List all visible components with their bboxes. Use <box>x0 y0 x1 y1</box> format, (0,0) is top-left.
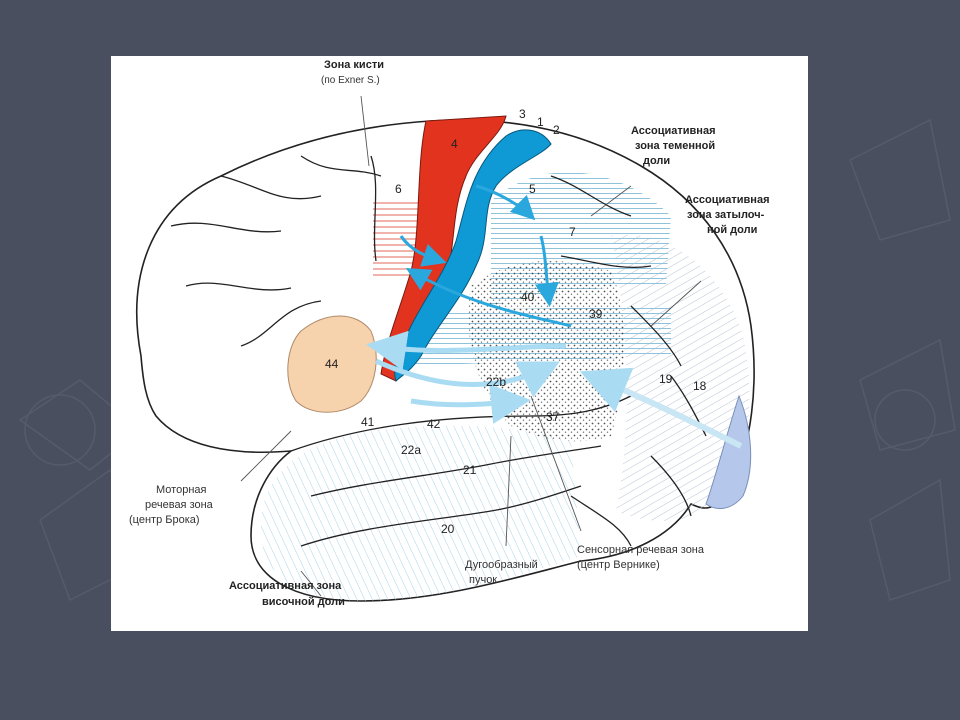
area-3: 3 <box>519 107 526 121</box>
parietal-title-line2: зона теменной <box>635 140 715 152</box>
sensory-speech-line1: Сенсорная речевая зона <box>577 544 705 556</box>
arcuate-line2: пучок <box>469 574 497 586</box>
area-7: 7 <box>569 225 576 239</box>
brain-diagram: 3 1 2 4 6 5 7 40 39 44 22b 19 18 41 42 3… <box>111 56 808 631</box>
occipital-title-line2: зона затылоч- <box>687 209 765 221</box>
motor-speech-line1: Моторная <box>156 484 207 496</box>
parietal-title-line3: доли <box>643 155 670 167</box>
area-42: 42 <box>427 417 441 431</box>
sensory-cortex <box>394 129 552 382</box>
area-5: 5 <box>529 182 536 196</box>
pathway-arrows <box>366 184 743 449</box>
temporal-association-zone <box>260 425 581 601</box>
area-6: 6 <box>395 182 402 196</box>
area-40: 40 <box>521 290 535 304</box>
sensory-speech-line2: (центр Вернике) <box>577 559 660 571</box>
hand-zone-title: Зона кисти <box>324 59 384 71</box>
area-44: 44 <box>325 357 339 371</box>
temporal-title-line1: Ассоциативная зона <box>229 580 342 592</box>
area-2: 2 <box>553 123 560 137</box>
callout-labels: Зона кисти (по Exner S.) Ассоциативная з… <box>129 59 770 608</box>
area-22b: 22b <box>486 375 506 389</box>
area-19: 19 <box>659 372 673 386</box>
area-20: 20 <box>441 522 455 536</box>
broca-area <box>287 315 377 413</box>
area-18: 18 <box>693 379 707 393</box>
arcuate-line1: Дугообразный <box>465 559 538 571</box>
area-numbers: 3 1 2 4 6 5 7 40 39 44 22b 19 18 41 42 3… <box>325 107 707 536</box>
area-37: 37 <box>546 410 560 424</box>
area-22a: 22a <box>401 443 421 457</box>
area-41: 41 <box>361 415 375 429</box>
parietal-title-line1: Ассоциативная <box>631 125 716 137</box>
temporal-title-line2: височной доли <box>262 596 345 608</box>
motor-speech-line2: речевая зона <box>145 499 214 511</box>
occipital-title-line1: Ассоциативная <box>685 194 770 206</box>
motor-speech-line3: (центр Брока) <box>129 514 200 526</box>
area-1: 1 <box>537 115 544 129</box>
hand-zone-source: (по Exner S.) <box>321 75 380 86</box>
area-39: 39 <box>589 307 603 321</box>
brain-illustration: 3 1 2 4 6 5 7 40 39 44 22b 19 18 41 42 3… <box>129 59 770 608</box>
occipital-title-line3: ной доли <box>707 224 757 236</box>
visual-cortex <box>705 394 752 509</box>
occipital-association-zone <box>611 234 750 521</box>
area-21: 21 <box>463 463 477 477</box>
area-4: 4 <box>451 137 458 151</box>
leader-lines <box>240 95 702 597</box>
